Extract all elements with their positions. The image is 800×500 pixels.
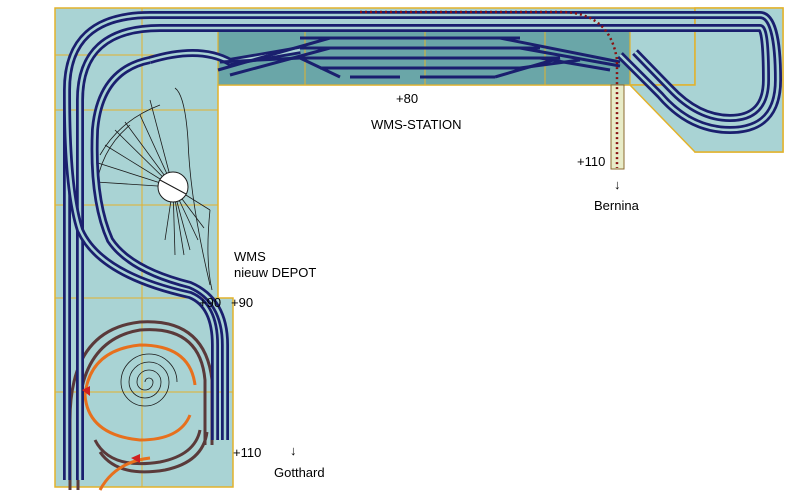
station-yard	[217, 36, 621, 79]
main-line	[63, 11, 783, 480]
station-height-label: +80	[396, 91, 419, 106]
gotthard-label: Gotthard	[274, 465, 325, 480]
bernina-line	[360, 10, 625, 170]
bernina-height-label: +110	[577, 154, 606, 169]
helix-track-brown	[68, 320, 214, 490]
station-name-label: WMS-STATION	[371, 117, 462, 132]
depot-label-line2: nieuw DEPOT	[234, 265, 317, 280]
inner-line	[63, 46, 301, 440]
gotthard-arrow: ↓	[290, 443, 297, 458]
helix-track-orange	[83, 343, 197, 491]
depot-label-line1: WMS	[234, 249, 266, 264]
height-left-b: +90	[231, 295, 254, 310]
helix-markers	[82, 386, 140, 463]
helix-spiral	[120, 353, 178, 407]
height-left-a: +90	[199, 295, 222, 310]
bernina-label: Bernina	[594, 198, 639, 213]
baseboards	[54, 7, 784, 488]
bernina-board	[610, 84, 625, 170]
turntable-depot	[95, 87, 213, 291]
gotthard-height-label: +110	[233, 445, 262, 460]
bernina-arrow: ↓	[614, 177, 621, 192]
